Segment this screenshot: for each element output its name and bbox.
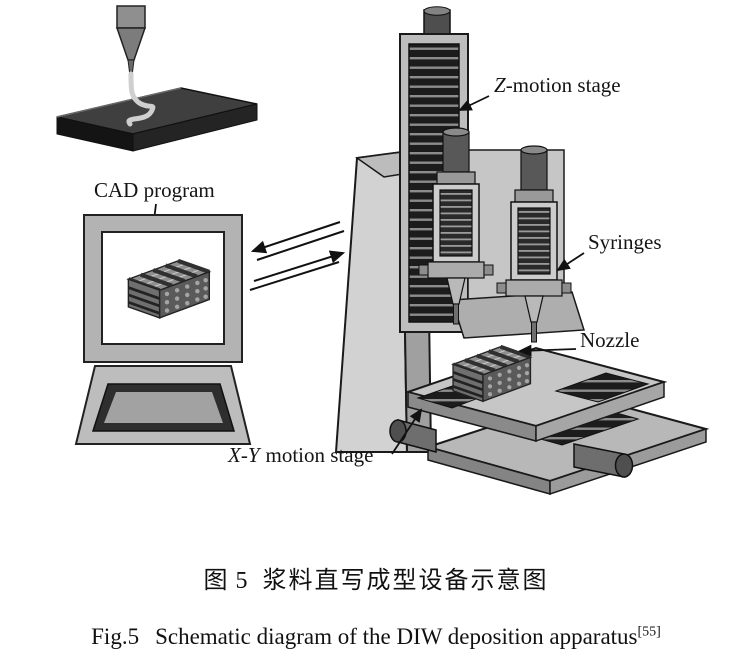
dispense-tip-cone bbox=[115, 27, 147, 61]
z-motion-stage-arrow bbox=[458, 95, 490, 111]
caption-reference: [55] bbox=[637, 624, 661, 640]
right-roller bbox=[573, 443, 634, 478]
caption-chinese-number: 图 5 bbox=[203, 568, 249, 594]
printing-head-illustration bbox=[56, 5, 258, 152]
z-motion-stage-label: Z-motion stage bbox=[494, 73, 621, 97]
cad-program-label: CAD program bbox=[94, 178, 215, 202]
dispense-tip-barrel bbox=[116, 5, 146, 29]
syringe-holder-bracket bbox=[450, 291, 586, 339]
caption-chinese: 图 5 浆料直写成型设备示意图 bbox=[0, 560, 752, 595]
xy-motion-stage bbox=[389, 344, 710, 496]
caption-english-number: Fig.5 bbox=[91, 624, 140, 649]
caption-english: Fig.5 Schematic diagram of the DIW deposi… bbox=[0, 624, 752, 650]
syringes-arrow bbox=[556, 252, 585, 272]
syringes-label: Syringes bbox=[588, 230, 662, 254]
upper-stage-track-panel-right bbox=[554, 372, 650, 403]
diw-apparatus-diagram: CAD program bbox=[56, 5, 710, 496]
cad-program-callout: CAD program bbox=[94, 178, 215, 248]
computer bbox=[74, 214, 252, 445]
extruded-filament bbox=[126, 71, 156, 127]
nozzle-label: Nozzle bbox=[580, 328, 639, 352]
caption-english-text: Schematic diagram of the DIW deposition … bbox=[155, 624, 638, 649]
left-roller bbox=[389, 419, 437, 453]
keyboard-keys bbox=[104, 392, 223, 423]
nozzle-arrow bbox=[517, 344, 577, 357]
xy-motion-stage-arrow bbox=[391, 408, 423, 455]
caption-chinese-text: 浆料直写成型设备示意图 bbox=[262, 568, 549, 594]
printed-substrate bbox=[56, 87, 258, 152]
data-flow-arrows bbox=[249, 221, 346, 291]
